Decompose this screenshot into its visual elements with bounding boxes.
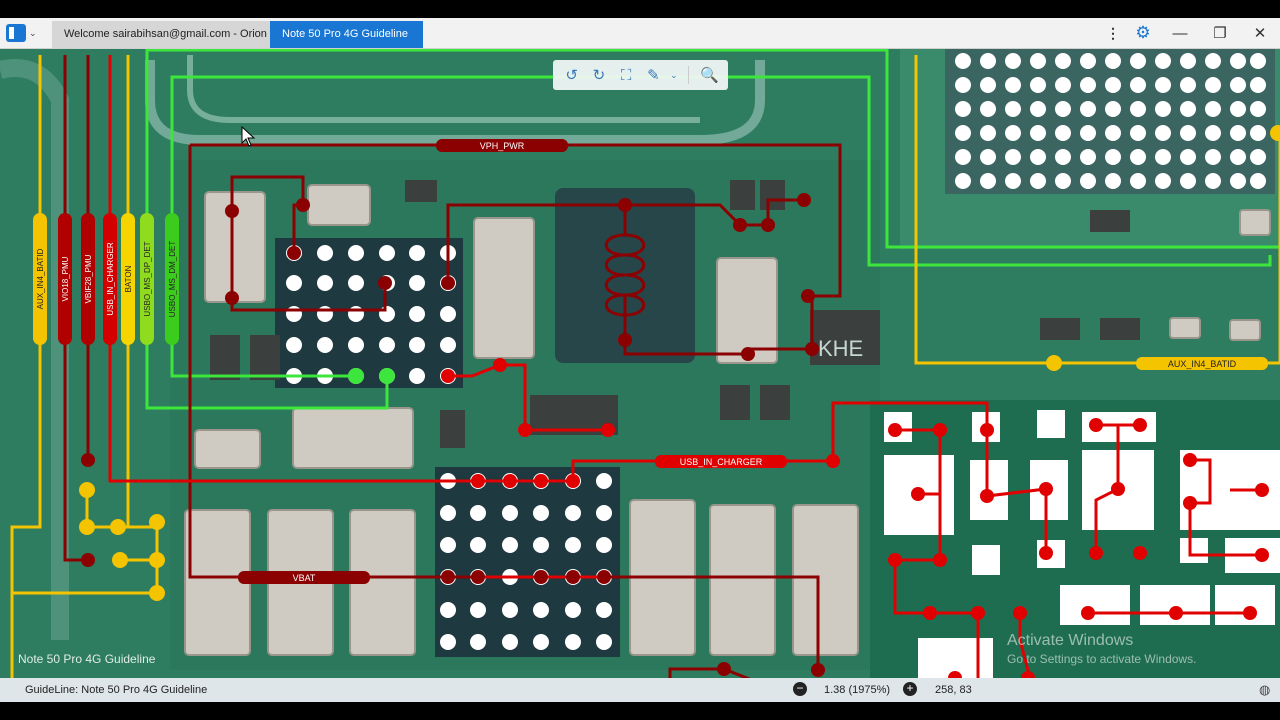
toolbar-divider (687, 66, 689, 84)
svg-text:VBAT: VBAT (293, 573, 316, 583)
svg-text:USB_IN_CHARGER: USB_IN_CHARGER (680, 457, 763, 467)
net-label-vertical: USBO_MS_DM_DET (165, 213, 179, 345)
svg-text:AUX_IN4_BATID: AUX_IN4_BATID (1168, 359, 1237, 369)
top-black-bar (0, 0, 1280, 18)
cursor-coordinates: 258, 83 (935, 684, 972, 696)
net-label-vertical: USBO_MS_DP_DET (140, 213, 154, 345)
board-marking: KHE (818, 336, 863, 361)
net-label-vbat: VBAT (238, 571, 370, 584)
tab-guideline[interactable]: Note 50 Pro 4G Guideline (270, 21, 423, 48)
activate-windows-overlay: Activate Windows Go to Settings to activ… (1007, 632, 1196, 666)
app-menu-button[interactable]: ⌄ (6, 23, 42, 43)
tab-welcome[interactable]: Welcome sairabihsan@gmail.com - Orion (52, 21, 270, 48)
close-button[interactable]: ✕ (1253, 25, 1267, 42)
zoom-level: 1.38 (1975%) (824, 684, 891, 696)
net-label-vertical: BATON (121, 213, 135, 345)
bga-chip-3 (945, 49, 1275, 194)
bga-chip-1 (275, 238, 463, 388)
svg-text:AUX_IN4_BATID: AUX_IN4_BATID (36, 248, 45, 309)
globe-icon[interactable]: ◍ (1259, 682, 1271, 697)
schematic-canvas[interactable]: KHE (0, 49, 1280, 678)
maximize-button[interactable]: ❐ (1213, 25, 1227, 42)
rotate-right-icon[interactable]: ↻ (592, 67, 606, 84)
svg-text:BATON: BATON (124, 265, 133, 292)
net-label-vertical: AUX_IN4_BATID (33, 213, 47, 345)
app-icon (6, 24, 26, 42)
svg-text:VIO18_PMU: VIO18_PMU (61, 256, 70, 301)
chevron-down-icon: ⌄ (29, 27, 37, 38)
pcb-view[interactable]: KHE (0, 49, 1280, 678)
settings-gear-icon[interactable]: ⚙ (1135, 23, 1151, 42)
mouse-cursor-icon (241, 125, 256, 147)
svg-text:VPH_PWR: VPH_PWR (480, 141, 525, 151)
search-icon[interactable]: 🔍 (699, 67, 719, 84)
net-label-usb-in-charger: USB_IN_CHARGER (655, 455, 787, 468)
status-bar: GuideLine: Note 50 Pro 4G Guideline − 1.… (0, 678, 1280, 702)
activate-title: Activate Windows (1007, 632, 1134, 649)
guideline-status: GuideLine: Note 50 Pro 4G Guideline (25, 684, 208, 696)
bottom-black-bar (0, 702, 1280, 720)
bga-balls-3 (955, 53, 1266, 189)
net-label-vertical: VIO18_PMU (58, 213, 72, 345)
net-label-aux-in4-batid: AUX_IN4_BATID (1136, 357, 1268, 370)
title-bar: ⌄ Welcome sairabihsan@gmail.com - Orion … (0, 18, 1280, 49)
svg-text:USBO_MS_DP_DET: USBO_MS_DP_DET (143, 241, 152, 316)
more-options-icon[interactable]: ⋮ (1106, 24, 1120, 41)
svg-text:USB_IN_CHARGER: USB_IN_CHARGER (106, 242, 115, 316)
minimize-button[interactable]: — (1172, 24, 1188, 42)
window-controls: ⋮ ⚙ — ❐ ✕ (1100, 18, 1280, 48)
net-label-vph-pwr: VPH_PWR (436, 139, 568, 152)
zoom-out-button[interactable]: − (793, 682, 807, 696)
guideline-watermark: Note 50 Pro 4G Guideline (18, 652, 156, 666)
svg-text:VBIF28_PMU: VBIF28_PMU (84, 254, 93, 303)
activate-subtitle: Go to Settings to activate Windows. (1007, 652, 1197, 666)
zoom-in-button[interactable]: + (903, 682, 917, 696)
chevron-down-icon[interactable]: ⌄ (670, 69, 678, 80)
highlight-tool-icon[interactable]: ✎ (647, 67, 660, 84)
bga-chip-2 (435, 467, 620, 657)
view-toolbar: ↺ ↻ ⛶ ✎ ⌄ 🔍 (553, 60, 728, 90)
net-label-vertical: VBIF28_PMU (81, 213, 95, 345)
fit-screen-icon[interactable]: ⛶ (620, 66, 632, 84)
rotate-left-icon[interactable]: ↺ (565, 67, 578, 84)
net-label-vertical: USB_IN_CHARGER (103, 213, 117, 345)
svg-text:USBO_MS_DM_DET: USBO_MS_DM_DET (168, 241, 177, 318)
bga-balls-2 (440, 473, 612, 650)
